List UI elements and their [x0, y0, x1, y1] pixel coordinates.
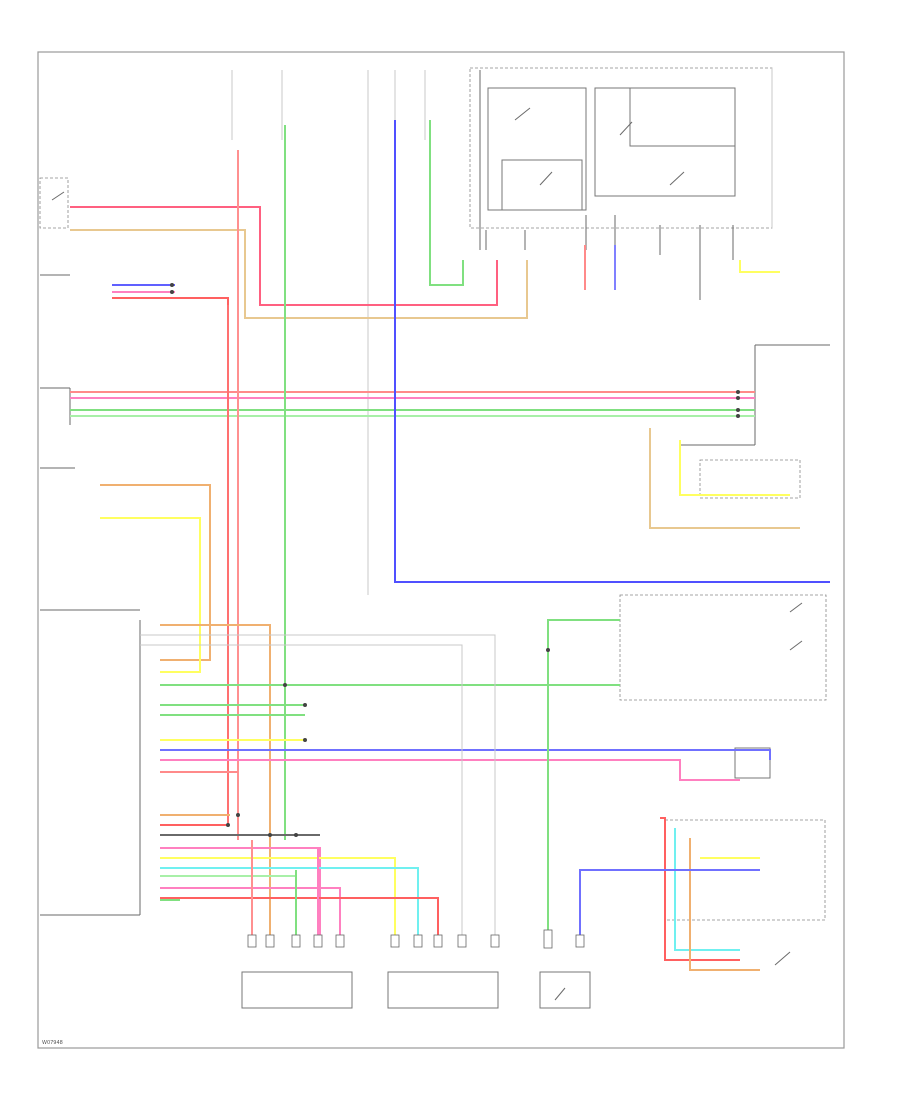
connector-airmix-3 — [433, 934, 443, 948]
wire-gray-2 — [140, 644, 463, 940]
wire-yellow-drop — [100, 517, 201, 673]
dual-pressure-switch-contact — [51, 191, 65, 201]
junction-dot — [303, 738, 307, 742]
wire-green-defroster — [547, 619, 620, 935]
wire-red-blower — [660, 817, 740, 961]
wire-pink-motor-2 — [160, 887, 341, 940]
wire-blue-blower — [579, 869, 760, 940]
junction-dot — [546, 648, 550, 652]
wire-tan-right — [649, 428, 800, 529]
junction-dot — [736, 396, 740, 400]
wire-blue — [394, 120, 830, 583]
intake-sensor-box — [734, 747, 771, 779]
wire-lightgreen-motor — [160, 875, 297, 940]
top-fuse-relay-area — [231, 67, 773, 595]
intake-door-motor-box — [241, 971, 353, 1009]
junction-dot — [283, 683, 287, 687]
connector-airmix-2 — [413, 934, 423, 948]
dual-pressure-switch-box — [39, 177, 69, 229]
connector-defroster-2 — [575, 934, 585, 948]
wire-gray-1 — [140, 634, 496, 940]
junction-dot — [268, 833, 272, 837]
air-mix-door-motor-box — [387, 971, 499, 1009]
blower-switch-2 — [789, 640, 803, 651]
junction-dot — [303, 703, 307, 707]
junction-dots — [170, 283, 740, 837]
junction-dot — [226, 823, 230, 827]
connector-intake-3 — [291, 934, 301, 948]
wire-pink-out — [160, 759, 740, 781]
wire-cyan-blower — [674, 828, 740, 951]
relay-box-left — [487, 87, 587, 211]
junction-dot — [736, 414, 740, 418]
junction-dot — [170, 283, 174, 287]
junction-dot — [294, 833, 298, 837]
connector-airmix-4 — [457, 934, 467, 948]
wire-yellow-right — [739, 260, 780, 273]
connector-intake-2 — [265, 934, 275, 948]
motor-contact-1 — [554, 987, 566, 1001]
right-components — [619, 344, 830, 966]
connector-intake-5 — [335, 934, 345, 948]
wire-yellow-right-2 — [679, 440, 790, 496]
underhood-fuse-box-outline — [469, 67, 773, 229]
junction-dot — [170, 290, 174, 294]
wire-tan-upper — [70, 229, 528, 319]
relay-box-right — [594, 87, 736, 197]
relay-box-inner — [629, 87, 736, 147]
relay-switch-3 — [669, 171, 685, 186]
wire-pink-motor — [160, 847, 321, 940]
connector-intake-1 — [247, 934, 257, 948]
wire-orange-blower — [689, 838, 760, 971]
connector-airmix-1 — [390, 934, 400, 948]
front-blower-switch — [774, 951, 791, 966]
connector-blocks — [247, 929, 585, 949]
wire-yellow-motor — [160, 857, 396, 940]
wire-blue-out — [160, 749, 771, 760]
junction-dot — [736, 408, 740, 412]
wire-red-stub — [112, 297, 229, 305]
connector-intake-4 — [313, 934, 323, 948]
relay-switch-2 — [539, 171, 553, 186]
relay-box-mid — [501, 159, 583, 211]
ambient-sensor-box — [699, 459, 801, 499]
wire-cyan-motor — [160, 867, 419, 940]
blower-fan-control-box — [619, 594, 827, 701]
defroster-door-motor-box — [539, 971, 591, 1009]
wire-traces — [70, 120, 830, 971]
diagram-frame — [37, 51, 845, 1049]
wire-red-motor-2 — [160, 897, 439, 940]
relay-switch-4 — [619, 121, 633, 136]
relay-switch-1 — [514, 107, 531, 121]
blower-switch-1 — [789, 602, 803, 613]
junction-dot — [736, 390, 740, 394]
connector-airmix-5 — [490, 934, 500, 948]
wire-green-upper — [429, 120, 464, 286]
wire-red-upper — [70, 206, 498, 306]
wire-orange-drop — [100, 484, 211, 661]
left-components — [39, 177, 141, 916]
bottom-motors — [241, 971, 591, 1009]
junction-dot — [236, 813, 240, 817]
footer-code: W07948 — [42, 1040, 63, 1046]
connector-defroster-1 — [543, 929, 553, 949]
